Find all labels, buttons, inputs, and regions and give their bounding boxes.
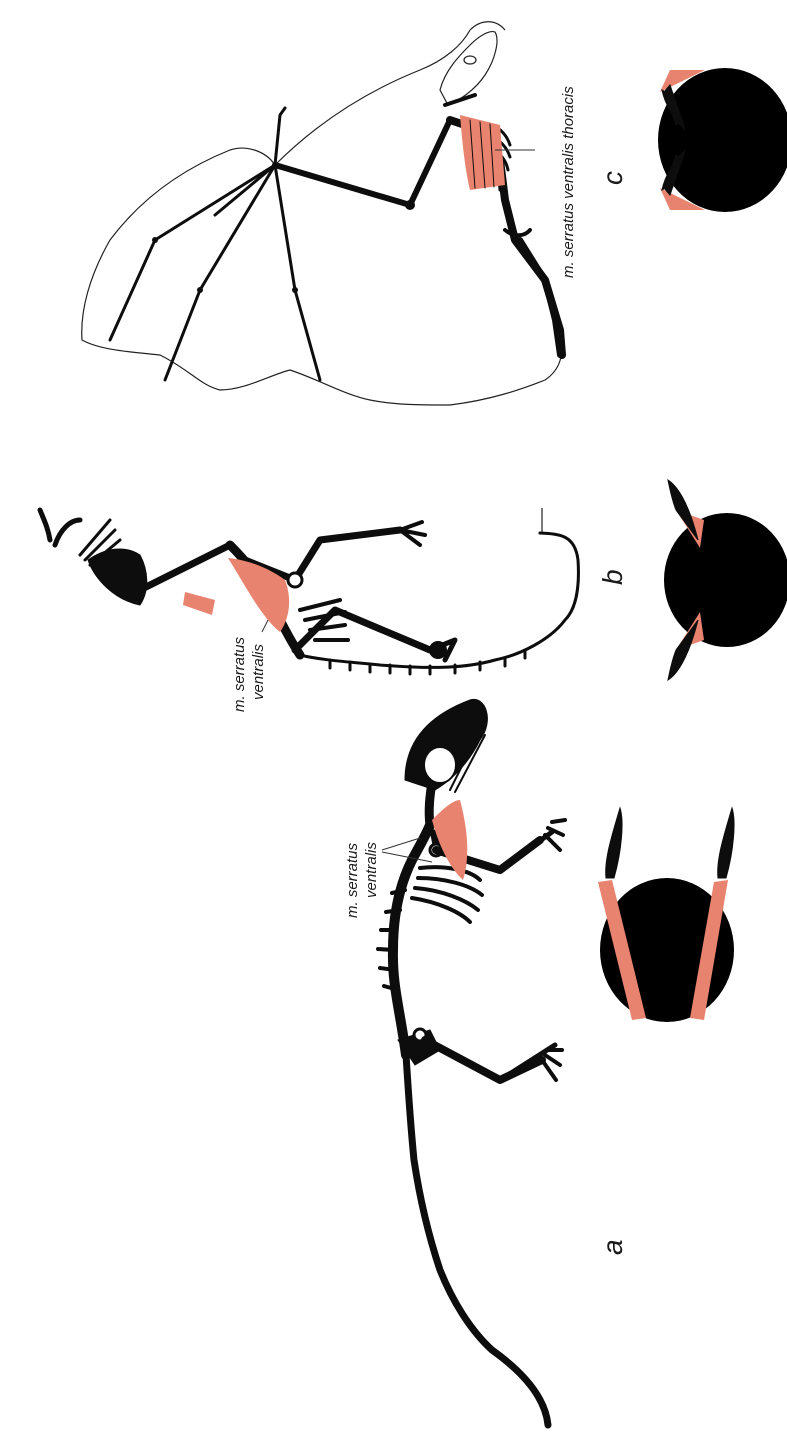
panel-a-label-line2: ventralis [363,842,380,898]
panel-b-label-line2: ventralis [250,644,267,700]
panel-c-muscle-label: m. serratus ventralis thoracis [495,86,577,278]
panel-a-letter: a [597,1239,628,1255]
panel-a-cross-section [598,808,734,1022]
panel-c-label: m. serratus ventralis thoracis [560,86,577,278]
panel-a-skeleton [378,699,565,1425]
panel-b-cross-section [664,480,787,680]
panel-b-muscle-label: m. serratus ventralis [231,620,268,712]
panel-b-serratus-muscle [228,558,289,632]
panel-b-skeleton [40,508,578,674]
panel-a-label-line1: m. serratus [344,842,361,918]
panel-a-ribs [412,867,482,922]
panel-b-label-line1: m. serratus [231,636,248,712]
panel-c-cross-section [658,68,787,212]
panel-b-letter: b [597,569,628,585]
panel-c-skeleton [82,22,562,405]
panel-c-letter: c [597,171,628,185]
